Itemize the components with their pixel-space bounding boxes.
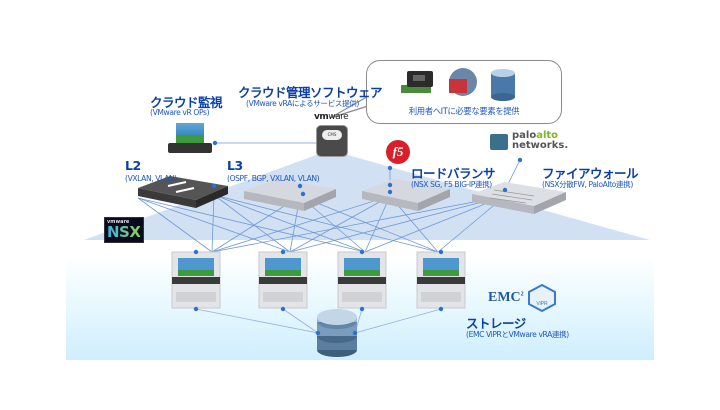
cloud-mgmt-title: クラウド管理ソフトウェア	[238, 85, 383, 100]
storage-subtitle: (EMC ViPRとVMware vRA連携)	[466, 330, 569, 339]
compute-server-icon	[416, 249, 466, 312]
l3-title: L3	[227, 158, 243, 173]
cpu-memory-icon	[401, 71, 433, 93]
l2-subtitle: (VXLAN, VLAN)	[125, 174, 177, 183]
f5-logo: f5	[386, 140, 410, 164]
fabric-links	[137, 142, 521, 334]
load-balancer-icon	[362, 179, 450, 211]
firewall-title: ファイアウォール	[542, 166, 639, 181]
paloalto-logo: paloalto networks.	[512, 130, 569, 151]
feature-callout: 利用者へITに必要な要素を提供	[366, 60, 562, 124]
l2-title: L2	[125, 158, 141, 173]
nsx-logo: vmware NSX	[104, 217, 144, 243]
cms-server-icon: CMS	[316, 125, 348, 157]
firewall-appliance-icon	[472, 182, 566, 214]
vipr-logo-text: ViPR	[536, 301, 548, 307]
l3-subtitle: (OSPF, BGP, VXLAN, VLAN)	[227, 174, 320, 183]
vmware-logo: vmware	[314, 112, 349, 122]
compute-server-icon	[258, 249, 308, 312]
link-dots	[211, 140, 523, 336]
compute-server-icon	[337, 249, 387, 312]
load-balancer-subtitle: (NSX SG, F5 BIG-IP連携)	[411, 180, 492, 189]
load-balancer-title: ロードバランサ	[411, 166, 496, 181]
cloud-monitor-subtitle: (VMware vR OPs)	[150, 108, 210, 117]
cloud-mgmt-subtitle: (VMware vRAによるサービス提供)	[246, 99, 359, 108]
storage-database-icon	[317, 309, 357, 357]
monitor-server-icon	[168, 123, 212, 155]
storage-title: ストレージ	[466, 316, 526, 331]
callout-text: 利用者へITに必要な要素を提供	[408, 106, 520, 116]
cloud-monitor-title: クラウド監視	[150, 95, 223, 110]
paloalto-logo-icon	[490, 134, 508, 150]
firewall-globe-icon	[449, 68, 477, 96]
emc-logo: EMC2	[488, 290, 524, 305]
compute-server-icon	[171, 249, 221, 312]
l2-switch-icon	[138, 176, 228, 208]
vipr-logo-icon: ViPR	[528, 284, 556, 312]
database-icon	[491, 69, 515, 101]
l3-router-icon	[244, 179, 336, 211]
firewall-subtitle: (NSX分散FW, PaloAlto連携)	[542, 180, 633, 189]
